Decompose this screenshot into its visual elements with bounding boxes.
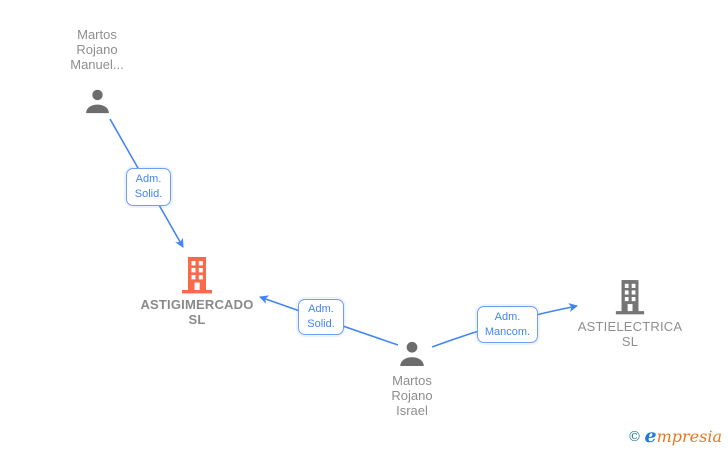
edge-label-adm-solid-2: Adm. Solid. bbox=[298, 299, 344, 335]
edge-label-adm-mancom: Adm. Mancom. bbox=[477, 306, 538, 343]
person-name: Martos Rojano Manuel... bbox=[70, 27, 124, 72]
building-icon bbox=[180, 256, 214, 294]
empresia-logo: ©empresia bbox=[627, 425, 723, 447]
copyright-icon: © bbox=[627, 429, 642, 445]
node-company-astielectrica[interactable]: ASTIELECTRICA SL bbox=[565, 279, 695, 349]
company-name: ASTIELECTRICA SL bbox=[577, 319, 683, 349]
node-person-martos-rojano-israel[interactable]: Martos Rojano Israel bbox=[347, 339, 477, 418]
node-company-astigimercado[interactable]: ASTIGIMERCADO SL bbox=[132, 256, 262, 327]
company-name: ASTIGIMERCADO SL bbox=[140, 297, 254, 327]
building-icon bbox=[614, 279, 646, 315]
person-icon bbox=[83, 87, 112, 116]
edge-label-adm-solid-1: Adm. Solid. bbox=[126, 168, 171, 206]
person-icon bbox=[397, 339, 427, 369]
person-name: Martos Rojano Israel bbox=[391, 373, 433, 418]
node-person-martos-rojano-manuel[interactable]: Martos Rojano Manuel... bbox=[32, 27, 162, 116]
